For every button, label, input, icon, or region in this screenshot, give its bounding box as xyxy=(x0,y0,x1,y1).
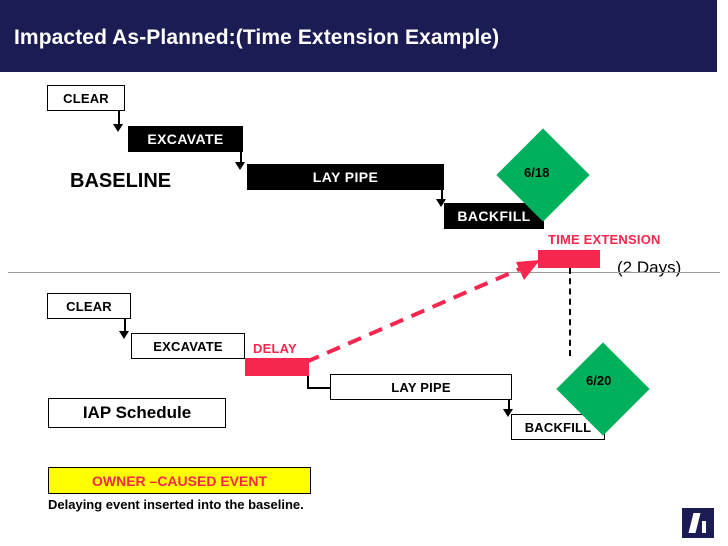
connector-clear-excavate xyxy=(118,111,120,126)
page-title: Impacted As-Planned:(Time Extension Exam… xyxy=(14,26,500,49)
iap-task-laypipe: LAY PIPE xyxy=(330,374,512,400)
time-extension-duration: (2 Days) xyxy=(617,258,682,277)
iap-caption: Delaying event inserted into the baselin… xyxy=(48,497,304,512)
iap-task-clear: CLEAR xyxy=(47,293,131,319)
iap-section-label: IAP Schedule xyxy=(48,398,226,428)
connector-iap-clear-excavate xyxy=(124,319,126,333)
iap-delay-bar xyxy=(245,358,309,376)
iap-task-excavate: EXCAVATE xyxy=(131,333,245,359)
baseline-milestone-label: 6/18 xyxy=(524,165,550,180)
impact-arrow-icon xyxy=(305,260,540,364)
iap-delay-label: DELAY xyxy=(253,341,297,356)
connector-iap-laypipe-backfill xyxy=(508,400,510,412)
section-divider xyxy=(8,272,720,273)
baseline-section-label: BASELINE xyxy=(70,170,172,192)
owner-caused-event-box: OWNER –CAUSED EVENT xyxy=(48,467,311,494)
baseline-task-clear: CLEAR xyxy=(47,85,125,111)
baseline-task-laypipe: LAY PIPE xyxy=(247,164,444,190)
iap-milestone-label: 6/20 xyxy=(586,373,612,388)
connector-excavate-laypipe xyxy=(240,152,242,165)
baseline-task-backfill: BACKFILL xyxy=(444,203,544,229)
iap-task-backfill: BACKFILL xyxy=(511,414,605,440)
connector-laypipe-backfill xyxy=(441,190,443,202)
arrow-laypipe-backfill xyxy=(436,199,446,207)
arrow-excavate-laypipe xyxy=(235,162,245,170)
time-extension-label: TIME EXTENSION xyxy=(548,232,661,247)
baseline-task-excavate: EXCAVATE xyxy=(128,126,243,152)
milestone-shift-guide xyxy=(569,268,571,356)
brand-logo xyxy=(682,508,714,538)
arrow-clear-excavate xyxy=(113,124,123,132)
connector-iap-delay-laypipe xyxy=(307,376,309,388)
time-extension-bar xyxy=(538,250,600,268)
arrow-iap-laypipe-backfill xyxy=(503,409,513,417)
slide-title-bar: Impacted As-Planned:(Time Extension Exam… xyxy=(0,0,717,72)
connector-iap-delay-laypipe-h xyxy=(307,387,331,389)
arrow-iap-clear-excavate xyxy=(119,331,129,339)
